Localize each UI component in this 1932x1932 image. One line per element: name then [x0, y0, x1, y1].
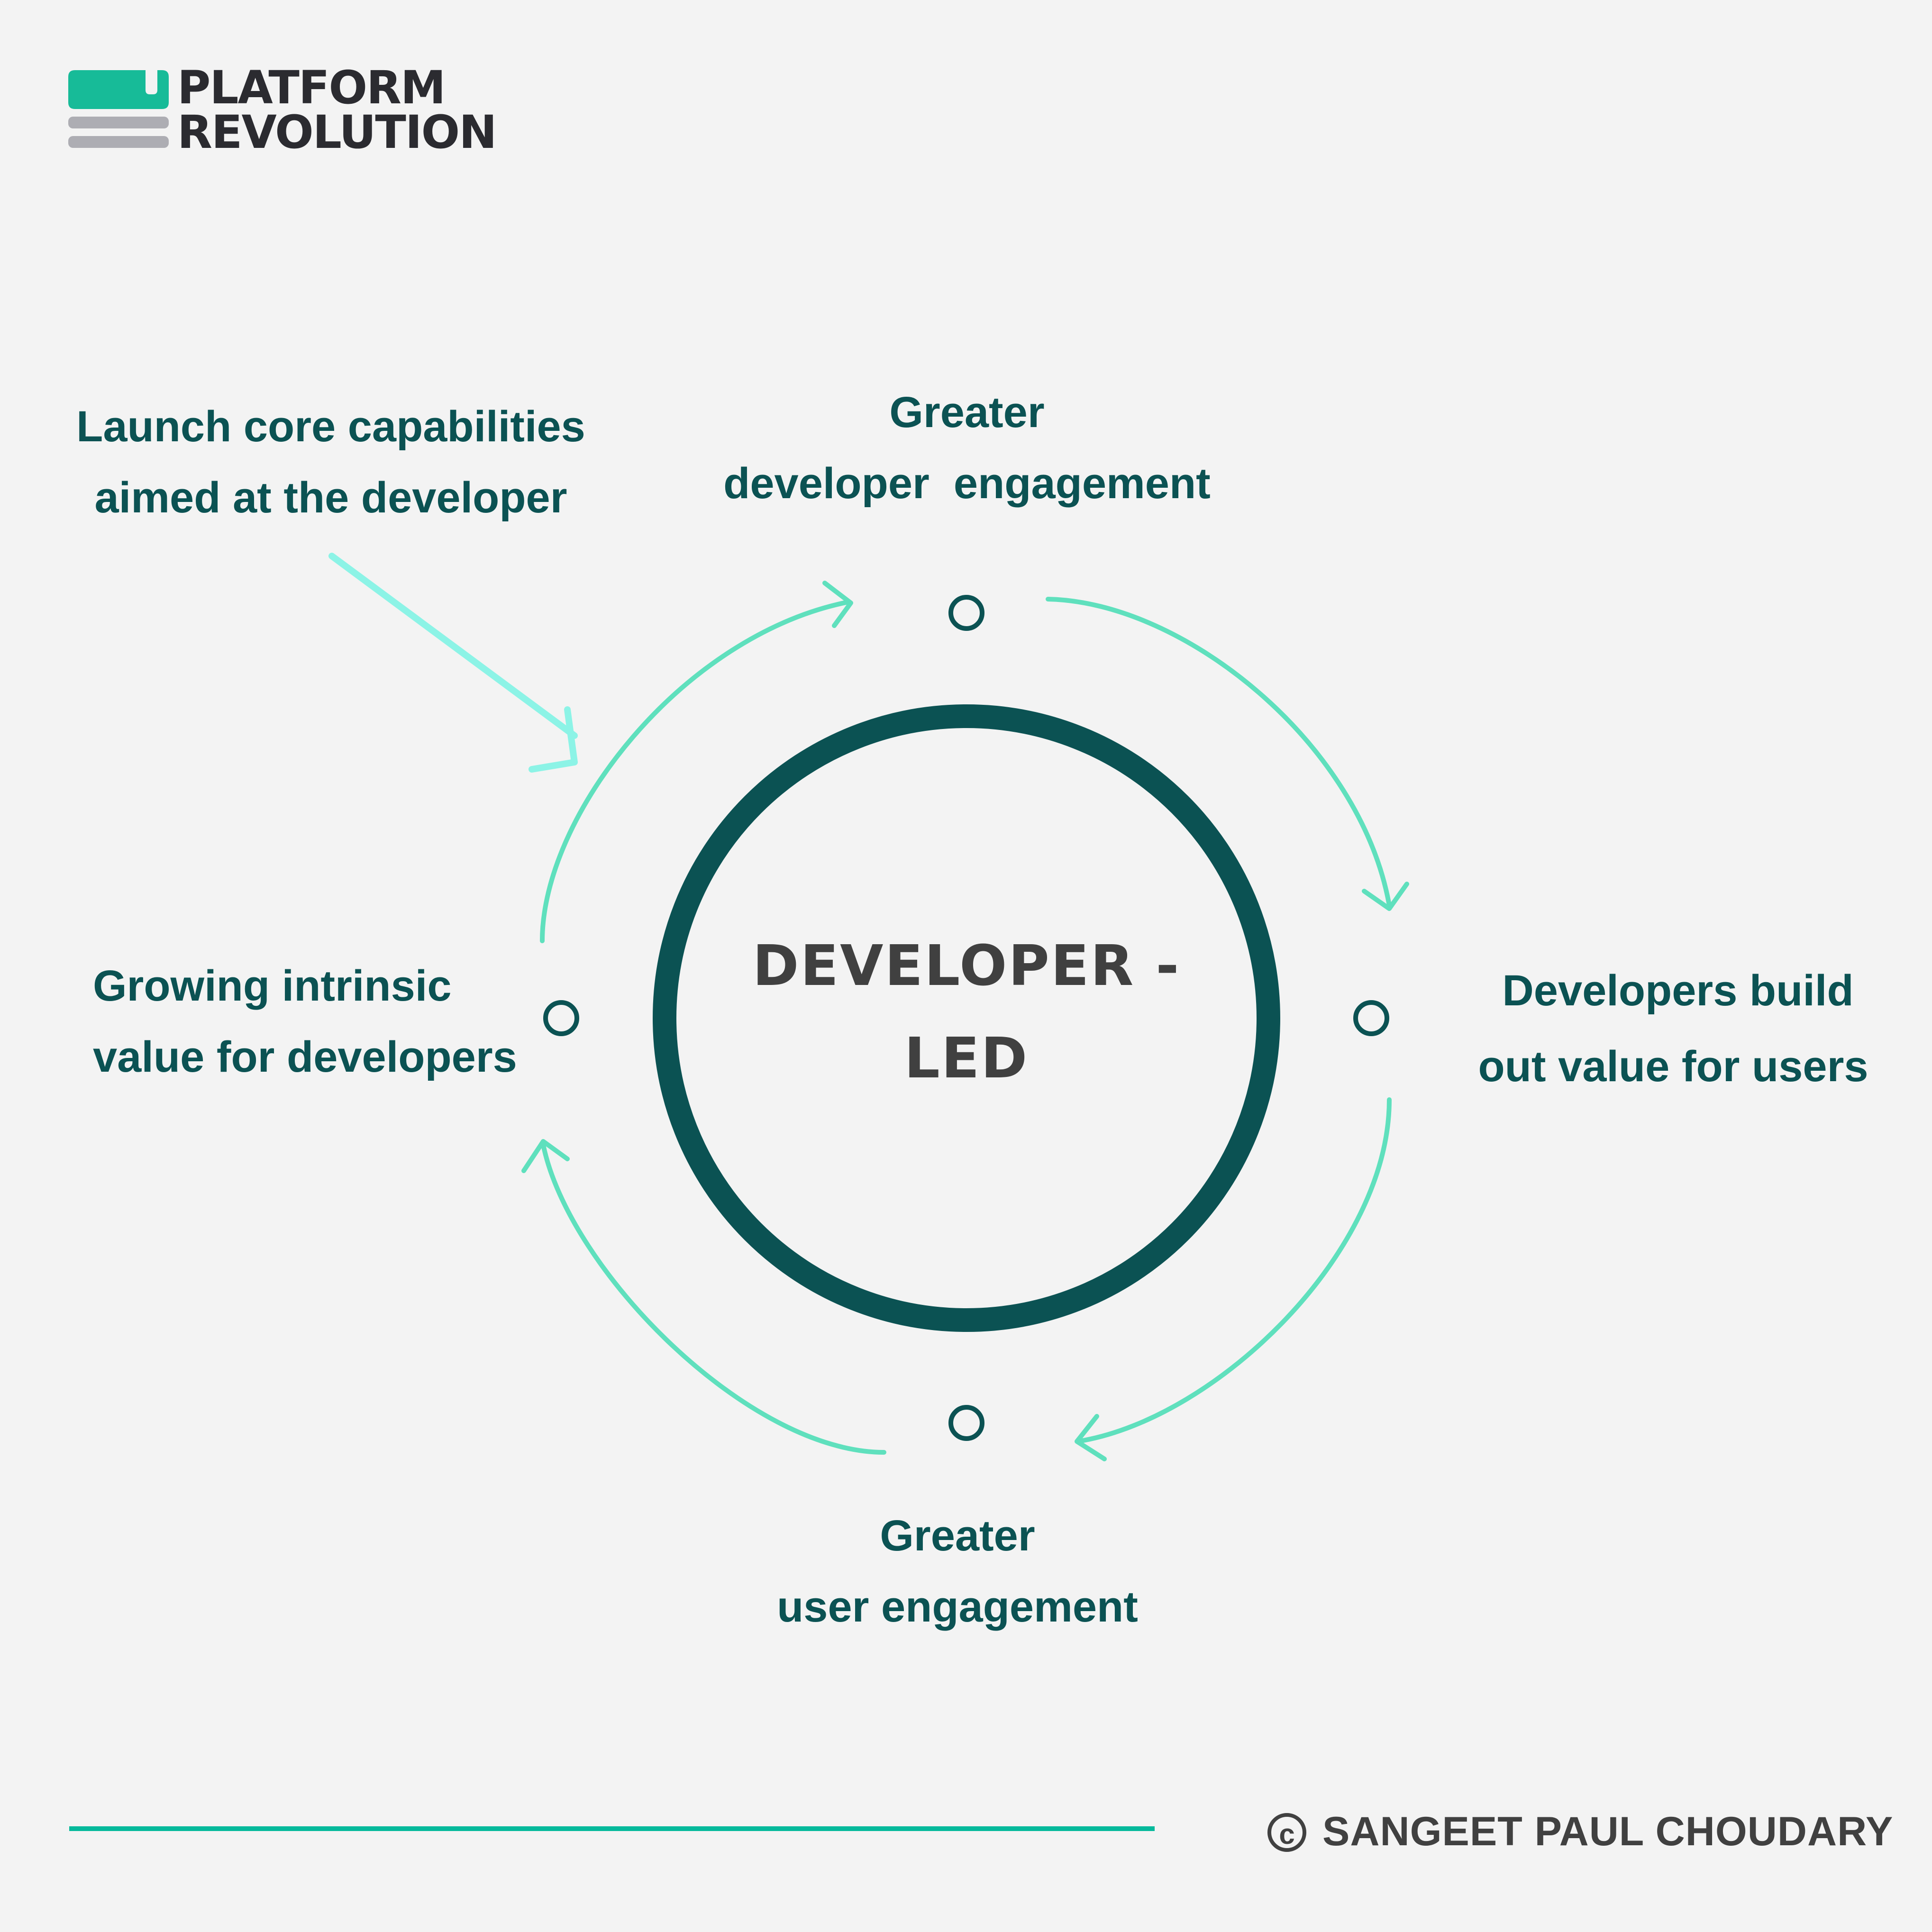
node-marker-bottom — [948, 1405, 984, 1441]
arrow-top-to-right — [1046, 597, 1392, 908]
arrowhead-top — [822, 581, 853, 628]
footer-author: SANGEET PAUL CHOUDARY — [1322, 1809, 1894, 1854]
node-label-left-line1: Growing intrinsic — [93, 962, 452, 1010]
arrow-bottom-to-left — [541, 1142, 886, 1455]
arrowhead-bottom — [1075, 1414, 1107, 1461]
arrowhead-right — [1362, 882, 1409, 911]
node-label-left: Growing intrinsic value for developers — [93, 950, 567, 1093]
logo-text-platform: PLATFORM — [177, 61, 446, 114]
node-label-bottom: Greater user engagement — [720, 1500, 1194, 1642]
node-marker-top — [948, 595, 984, 631]
node-label-right-line2: out value for users — [1478, 1042, 1868, 1091]
logo-mark-icon — [68, 70, 169, 148]
footer-rule — [69, 1826, 1155, 1831]
arrowhead-left — [521, 1139, 570, 1173]
center-title-line1: DEVELOPER - — [752, 933, 1181, 998]
center-ring — [653, 704, 1280, 1332]
input-arrow — [328, 553, 578, 773]
node-label-top-line1: Greater — [889, 388, 1045, 437]
input-label-line1: Launch core capabilities — [76, 402, 585, 451]
center-title-line2: LED — [904, 1025, 1029, 1091]
node-label-bottom-line1: Greater — [880, 1512, 1035, 1560]
node-label-left-line2: value for developers — [93, 1033, 517, 1081]
node-label-right-line1: Developers build — [1502, 966, 1854, 1015]
center-title: DEVELOPER - LED — [729, 920, 1203, 1104]
arrow-left-to-top — [540, 600, 851, 943]
logo-text-revolution: REVOLUTION — [177, 106, 497, 159]
node-label-top-line2: developer engagement — [723, 459, 1211, 508]
node-marker-right — [1353, 1000, 1389, 1036]
input-label-line2: aimed at the developer — [94, 474, 567, 522]
node-label-right: Developers build out value for users — [1441, 955, 1905, 1107]
node-label-bottom-line2: user engagement — [777, 1583, 1138, 1631]
input-label: Launch core capabilities aimed at the de… — [70, 391, 592, 533]
arrow-right-to-bottom — [1078, 1097, 1392, 1443]
node-marker-left — [543, 1000, 579, 1036]
node-label-top: Greater developer engagement — [706, 377, 1228, 519]
